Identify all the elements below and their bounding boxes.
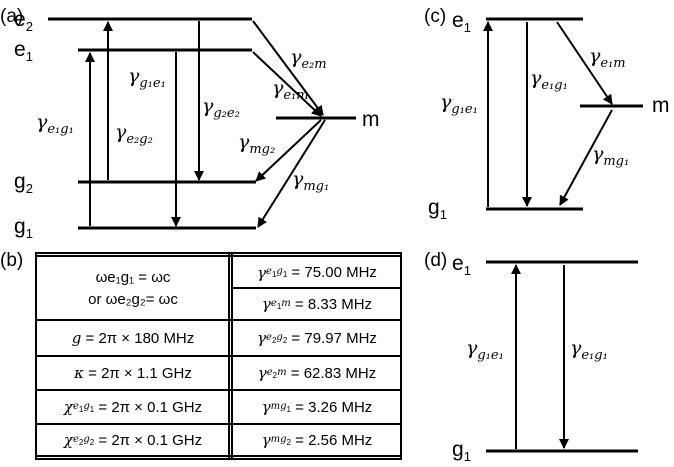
- arrow-e1-to-m: [252, 51, 322, 117]
- level-label-g2: g2: [14, 170, 33, 196]
- resonance-condition-e1g1: ωe₁g₁ = ωc: [95, 268, 171, 286]
- table-cell-kappa: κ = 2π × 1.1 GHz: [74, 364, 192, 382]
- rate-label-e1g1-d: γe₁g₁: [570, 337, 608, 363]
- level-label-e1-d: e1: [452, 252, 471, 278]
- arrow-m-to-g1-c: [559, 109, 613, 206]
- rate-label-e1m-a: γe₁m: [272, 77, 309, 103]
- rate-label-mg2-a: γmg₂: [238, 131, 275, 157]
- parameter-table-grid: [35, 252, 402, 460]
- rate-label-mg1-a: γmg₁: [292, 168, 329, 194]
- panel-label-a: (a): [0, 6, 23, 27]
- arrow-m-to-g1: [257, 119, 326, 228]
- table-cell-resonance-condition: ωe₁g₁ = ωc or ωe₂g₂= ωc: [38, 258, 228, 319]
- level-label-e2: e2: [14, 8, 33, 34]
- rate-label-e1g1-a: γe₁g₁: [36, 111, 74, 137]
- rate-label-e2g2-a: γe₂g₂: [115, 121, 153, 147]
- level-label-m: m: [362, 108, 380, 131]
- level-label-m-c: m: [652, 94, 670, 117]
- arrow-m-to-g2: [255, 119, 322, 182]
- level-label-g1-d: g1: [452, 438, 471, 464]
- level-label-g1-c: g1: [428, 196, 447, 222]
- rate-label-g1e1-d: γg₁e₁: [466, 337, 504, 363]
- rate-label-g2e2-a: γg₂e₂: [202, 95, 240, 121]
- arrow-e2-to-m: [252, 20, 324, 116]
- level-label-e1: e1: [14, 38, 33, 64]
- table-cell-g: g = 2π × 180 MHz: [71, 329, 195, 347]
- panel-label-c: (c): [424, 6, 446, 27]
- rate-label-g1e1-c: γg₁e₁: [440, 91, 478, 117]
- rate-label-e2m-a: γe₂m: [290, 46, 327, 72]
- resonance-condition-e2g2: or ωe₂g₂= ωc: [88, 290, 178, 308]
- panel-label-b: (b): [0, 250, 23, 271]
- level-label-g1: g1: [14, 215, 33, 241]
- rate-label-e1g1-c: γe₁g₁: [530, 67, 568, 93]
- rate-label-mg1-c: γmg₁: [592, 143, 629, 169]
- arrow-e1-to-m-c: [556, 21, 613, 105]
- panel-label-d: (d): [424, 250, 447, 271]
- level-label-e1-c: e1: [452, 9, 471, 35]
- rate-label-e1m-c: γe₁m: [589, 45, 626, 71]
- rate-label-g1e1-a: γg₁e₁: [128, 65, 166, 91]
